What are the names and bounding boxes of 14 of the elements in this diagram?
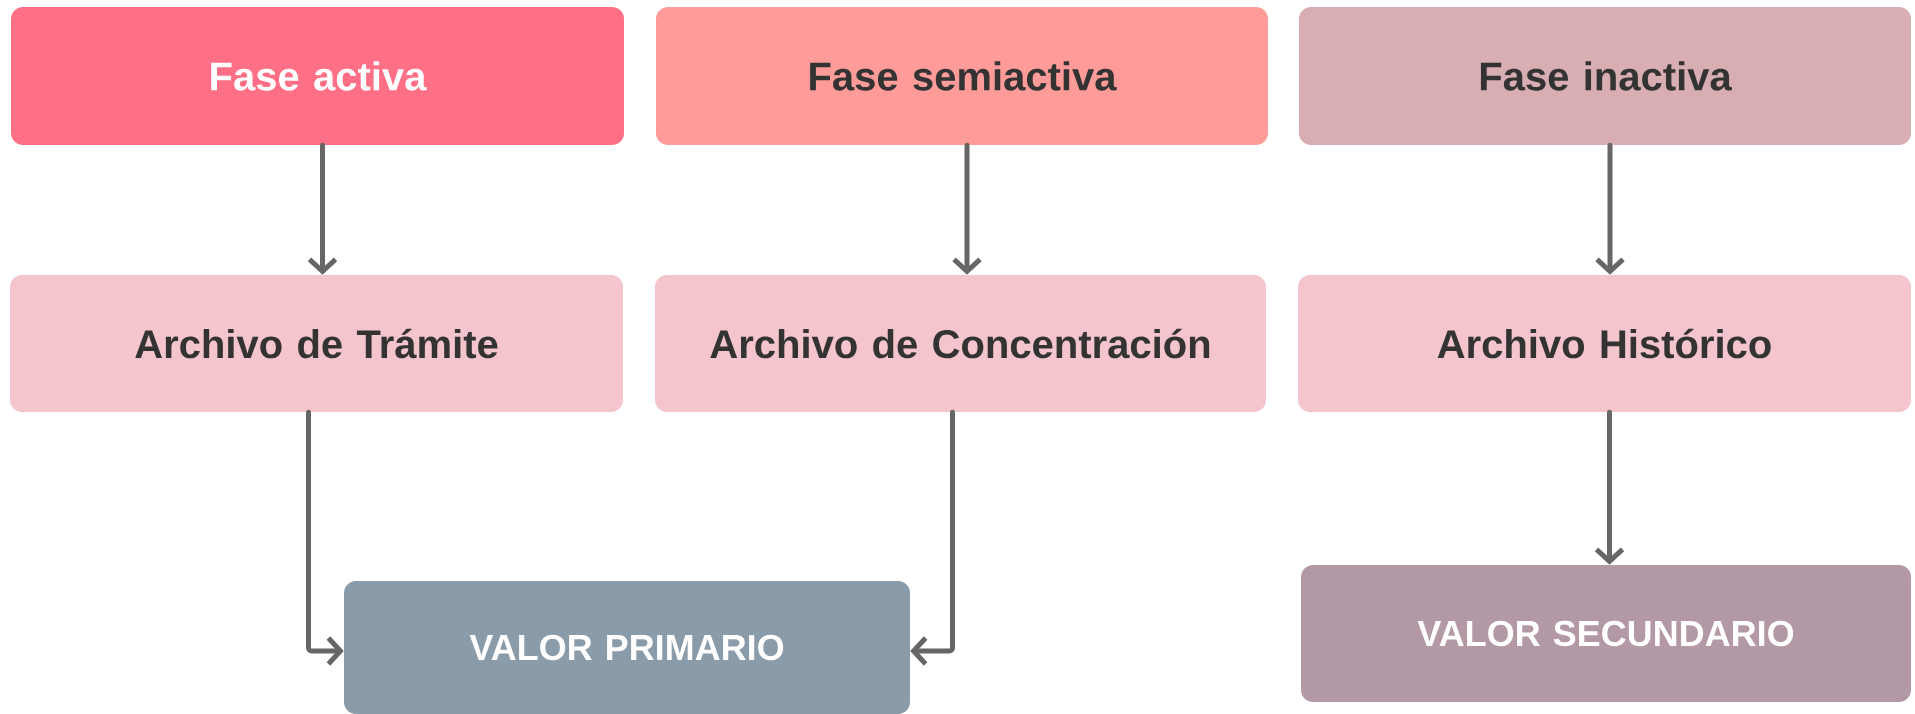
phase-box: Fase activa <box>11 7 624 145</box>
arrow <box>952 142 982 275</box>
archive-box: Archivo Histórico <box>1298 275 1911 412</box>
arrow <box>910 409 955 666</box>
value-box: VALOR SECUNDARIO <box>1301 565 1911 702</box>
archive-box: Archivo de Trámite <box>10 275 623 412</box>
archive-box: Archivo de Concentración <box>655 275 1266 412</box>
value-box: VALOR PRIMARIO <box>344 581 910 714</box>
phase-box: Fase inactiva <box>1299 7 1911 145</box>
arrow <box>1595 142 1625 275</box>
arrow <box>307 142 338 275</box>
phase-box: Fase semiactiva <box>656 7 1268 145</box>
arrow <box>1594 409 1625 565</box>
arrow <box>306 409 344 666</box>
